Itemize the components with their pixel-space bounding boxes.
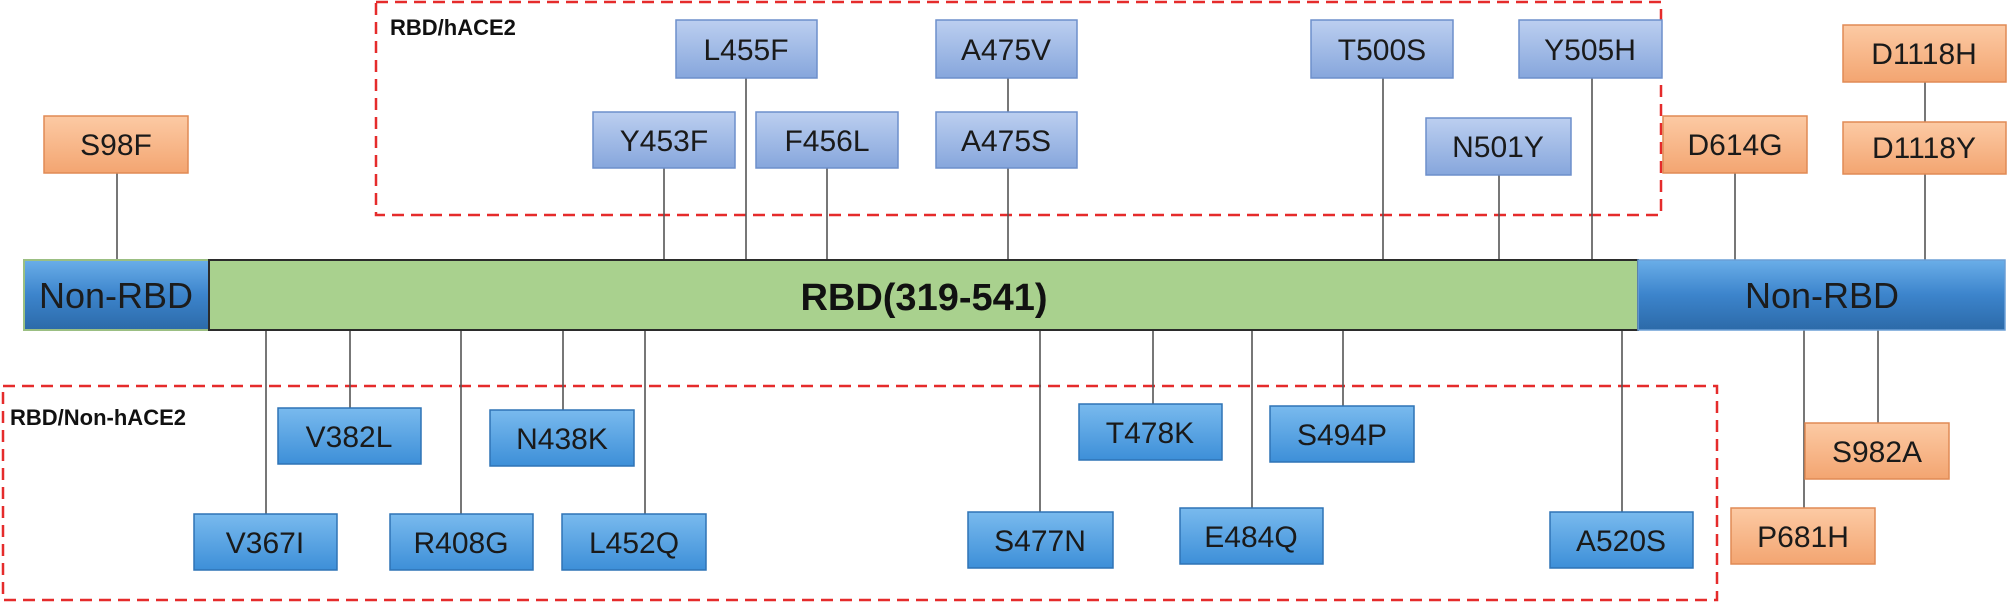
mutation-label: Y453F xyxy=(620,125,708,158)
mutation-label: A475V xyxy=(961,34,1051,67)
mutation-y505h: Y505H xyxy=(1518,19,1663,79)
mutation-label: N438K xyxy=(516,423,608,456)
mutation-v367i: V367I xyxy=(193,513,338,571)
rbd-non-hace2-label: RBD/Non-hACE2 xyxy=(10,405,186,430)
rbd-hace2-label: RBD/hACE2 xyxy=(390,15,516,40)
non-rbd-left-segment xyxy=(23,259,210,331)
mutation-e484q: E484Q xyxy=(1179,507,1324,565)
mutation-label: T478K xyxy=(1106,417,1194,450)
mutation-label: P681H xyxy=(1757,521,1849,554)
mutation-boxes: L455F A475V T500S Y505H Y453F F456L A475… xyxy=(43,19,2007,571)
mutation-d1118y: D1118Y xyxy=(1842,121,2007,175)
mutation-label: L455F xyxy=(703,34,788,67)
mutation-s494p: S494P xyxy=(1269,405,1415,463)
mutation-f456l: F456L xyxy=(755,111,899,169)
spike-protein-bar: Non-RBD RBD(319-541) Non-RBD xyxy=(23,259,2006,331)
mutation-label: F456L xyxy=(784,125,869,158)
connector-lines xyxy=(116,78,1926,514)
mutation-label: S477N xyxy=(994,525,1086,558)
mutation-t500s: T500S xyxy=(1310,19,1454,79)
mutation-t478k: T478K xyxy=(1078,403,1223,461)
mutation-l452q: L452Q xyxy=(561,513,707,571)
rbd-non-hace2-region xyxy=(1,384,1719,602)
mutation-label: E484Q xyxy=(1204,521,1297,554)
rbd-label: RBD(319-541) xyxy=(800,277,1047,319)
mutation-p681h: P681H xyxy=(1730,507,1876,565)
mutation-v382l: V382L xyxy=(277,407,422,465)
mutation-n501y: N501Y xyxy=(1425,117,1572,176)
mutation-label: A520S xyxy=(1576,525,1666,558)
mutation-label: S982A xyxy=(1832,436,1922,469)
mutation-label: V382L xyxy=(306,421,393,454)
mutation-label: V367I xyxy=(226,527,304,560)
mutation-a475s: A475S xyxy=(935,111,1078,169)
mutation-d1118h: D1118H xyxy=(1842,24,2007,83)
mutation-label: R408G xyxy=(413,527,508,560)
mutation-label: Y505H xyxy=(1544,34,1636,67)
mutation-label: S494P xyxy=(1297,419,1387,452)
mutation-label: D1118H xyxy=(1871,38,1977,71)
non-rbd-right-segment xyxy=(1637,259,2006,331)
mutation-label: L452Q xyxy=(589,527,679,560)
non-rbd-left-label: Non-RBD xyxy=(39,275,193,316)
non-rbd-right-label: Non-RBD xyxy=(1745,275,1899,316)
mutation-s477n: S477N xyxy=(967,511,1114,569)
mutation-n438k: N438K xyxy=(489,409,635,467)
mutation-r408g: R408G xyxy=(389,513,534,571)
mutation-d614g: D614G xyxy=(1662,115,1808,174)
mutation-a520s: A520S xyxy=(1549,511,1694,569)
mutation-l455f: L455F xyxy=(675,19,818,79)
mutation-label: A475S xyxy=(961,125,1051,158)
mutation-y453f: Y453F xyxy=(592,111,736,169)
mutation-label: N501Y xyxy=(1452,131,1544,164)
mutation-s98f: S98F xyxy=(43,115,189,174)
mutation-a475v: A475V xyxy=(935,19,1078,79)
mutation-s982a: S982A xyxy=(1804,422,1950,480)
mutation-label: T500S xyxy=(1338,34,1426,67)
mutation-label: D1118Y xyxy=(1872,132,1976,165)
mutation-label: S98F xyxy=(80,129,152,162)
rbd-hace2-region xyxy=(374,0,1663,217)
mutation-label: D614G xyxy=(1687,129,1782,162)
